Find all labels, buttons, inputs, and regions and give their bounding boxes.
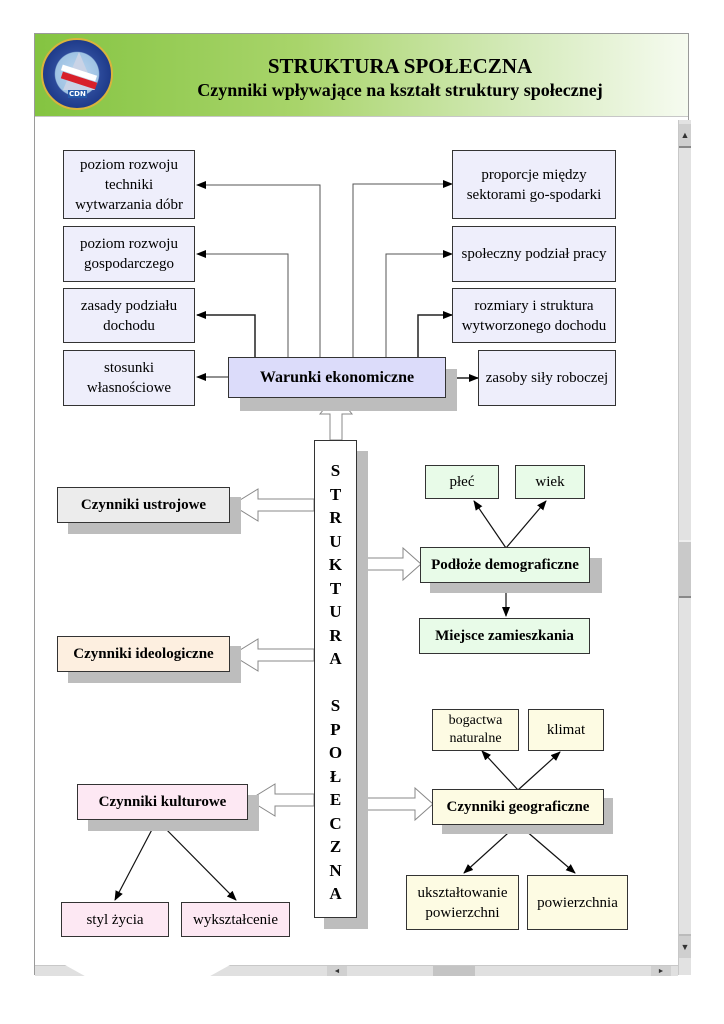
vertical-letter: A	[329, 884, 342, 903]
box-rozmiary-dochodu: rozmiary i struktura wytworzonego dochod…	[452, 288, 616, 343]
block-arrow-geograficzne	[356, 786, 434, 822]
vertical-scrollbar[interactable]: ▲ ▼	[678, 120, 691, 975]
vertical-letter: T	[329, 578, 342, 598]
vertical-letter: A	[329, 649, 342, 668]
shadow	[324, 918, 368, 929]
scroll-left-button[interactable]: ◄	[327, 966, 347, 976]
box-zasoby: zasoby siły roboczej	[478, 350, 616, 406]
box-warunki-ekonomiczne: Warunki ekonomiczne	[228, 357, 446, 398]
box-rozwoj-gospodarczy: poziom rozwoju gospodarczego	[63, 226, 195, 282]
box-powierzchnia: powierzchnia	[527, 875, 628, 930]
connector-rozmiary	[417, 311, 453, 358]
scroll-down-button[interactable]: ▼	[679, 934, 691, 958]
vertical-letter: Ł	[329, 766, 342, 786]
box-czynniki-ustrojowe: Czynniki ustrojowe	[57, 487, 230, 523]
connector-styl	[114, 819, 158, 901]
vertical-scroll-thumb[interactable]	[679, 540, 691, 598]
vertical-letter: T	[329, 484, 342, 504]
vertical-letter: N	[329, 860, 342, 880]
vertical-letter: C	[329, 813, 342, 833]
scroll-up-button[interactable]: ▲	[679, 124, 691, 148]
box-zasady-podzialu: zasady podziału dochodu	[63, 288, 195, 343]
connector-podzial	[196, 311, 256, 358]
vertical-letter: R	[329, 625, 342, 645]
box-uksztaltowanie-powierzchni: ukształtowanie powierzchni	[406, 875, 519, 930]
header-banner	[35, 34, 688, 117]
vertical-letter: E	[329, 790, 342, 809]
page-title: STRUKTURA SPOŁECZNA	[267, 54, 533, 78]
box-czynniki-geograficzne: Czynniki geograficzne	[432, 789, 604, 825]
vertical-letter	[333, 671, 337, 695]
connector-klimat	[517, 751, 561, 791]
vertical-letter: S	[330, 696, 341, 715]
sheet-tab[interactable]	[65, 965, 230, 976]
box-plec: płeć	[425, 465, 499, 499]
box-technika: poziom rozwoju techniki wytwarzania dóbr	[63, 150, 195, 219]
connector-bogactwa	[481, 750, 519, 791]
box-stosunki-wlasnosciowe: stosunki własnościowe	[63, 350, 195, 406]
vertical-letter: U	[329, 531, 342, 551]
box-wyksztalcenie: wykształcenie	[181, 902, 290, 937]
page-subtitle: Czynniki wpływające na kształt struktury…	[197, 80, 603, 100]
vertical-letter: R	[329, 508, 342, 527]
block-arrow-ustrojowe	[231, 488, 315, 522]
horizontal-scrollbar[interactable]: ◄ ►	[35, 965, 678, 976]
connector-wiek	[505, 500, 547, 549]
connector-wyksztalcenie	[156, 819, 237, 901]
vertical-letter: S	[330, 461, 341, 480]
box-styl-zycia: styl życia	[61, 902, 169, 937]
box-czynniki-kulturowe: Czynniki kulturowe	[77, 784, 248, 820]
vertical-letter: O	[328, 743, 343, 762]
connector-technika	[196, 181, 321, 358]
connector-proporcje	[352, 180, 453, 358]
scroll-right-button[interactable]: ►	[651, 966, 671, 976]
box-klimat: klimat	[528, 709, 604, 751]
box-miejsce-zamieszkania: Miejsce zamieszkania	[419, 618, 590, 654]
box-proporcje: proporcje między sektorami go-spodarki	[452, 150, 616, 219]
connector-gospodarczy	[196, 250, 289, 358]
shadow	[357, 451, 368, 929]
box-wiek: wiek	[515, 465, 585, 499]
box-podloze-demograficzne: Podłoże demograficzne	[420, 547, 590, 583]
horizontal-scroll-thumb[interactable]	[433, 966, 475, 976]
box-spoleczny-podzial: społeczny podział pracy	[452, 226, 616, 282]
vertical-letter: Z	[329, 837, 342, 856]
connector-podzial-pracy	[385, 250, 453, 358]
connector-plec	[473, 500, 507, 549]
box-czynniki-ideologiczne: Czynniki ideologiczne	[57, 636, 230, 672]
vertical-letter: K	[328, 555, 343, 574]
block-arrow-ideologiczne	[231, 638, 315, 672]
vertical-letter: U	[329, 602, 342, 621]
block-arrow-kulturowe	[248, 783, 315, 817]
vertical-letter: P	[330, 719, 341, 739]
logo-badge: CDN	[68, 90, 87, 98]
box-bogactwa-naturalne: bogactwa naturalne	[432, 709, 519, 751]
logo-icon: CDN	[41, 38, 113, 110]
